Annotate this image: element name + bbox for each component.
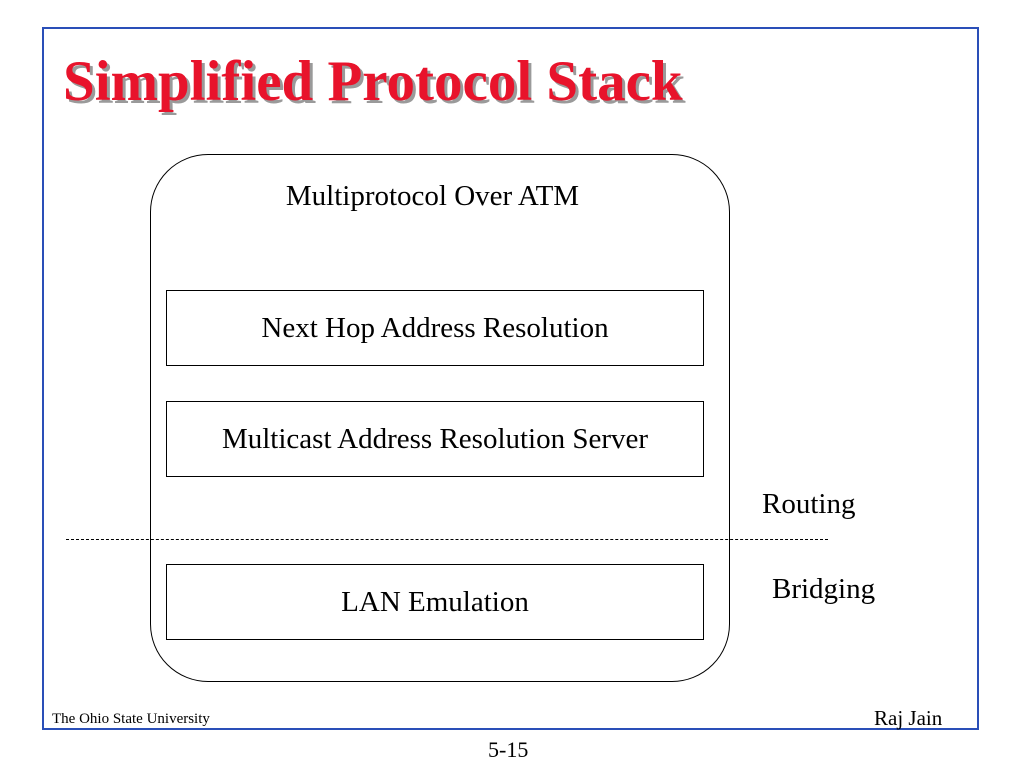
footer-institution: The Ohio State University <box>52 711 210 727</box>
layer-label: LAN Emulation <box>341 585 529 618</box>
slide-frame <box>42 27 979 730</box>
layer-label: Next Hop Address Resolution <box>261 311 609 344</box>
layer-lan-emulation: LAN Emulation <box>166 564 704 640</box>
mpoa-label: Multiprotocol Over ATM <box>285 180 580 212</box>
page-number: 5-15 <box>488 737 529 762</box>
slide-title: Simplified Protocol Stack <box>63 50 683 113</box>
layer-next-hop-resolution: Next Hop Address Resolution <box>166 290 704 366</box>
layer-multicast-server: Multicast Address Resolution Server <box>166 401 704 477</box>
mpoa-container-box <box>150 154 730 682</box>
bridging-label: Bridging <box>772 573 876 605</box>
routing-bridging-divider <box>66 539 828 540</box>
routing-label: Routing <box>762 488 856 520</box>
footer-author: Raj Jain <box>874 706 943 730</box>
layer-label: Multicast Address Resolution Server <box>221 422 649 455</box>
